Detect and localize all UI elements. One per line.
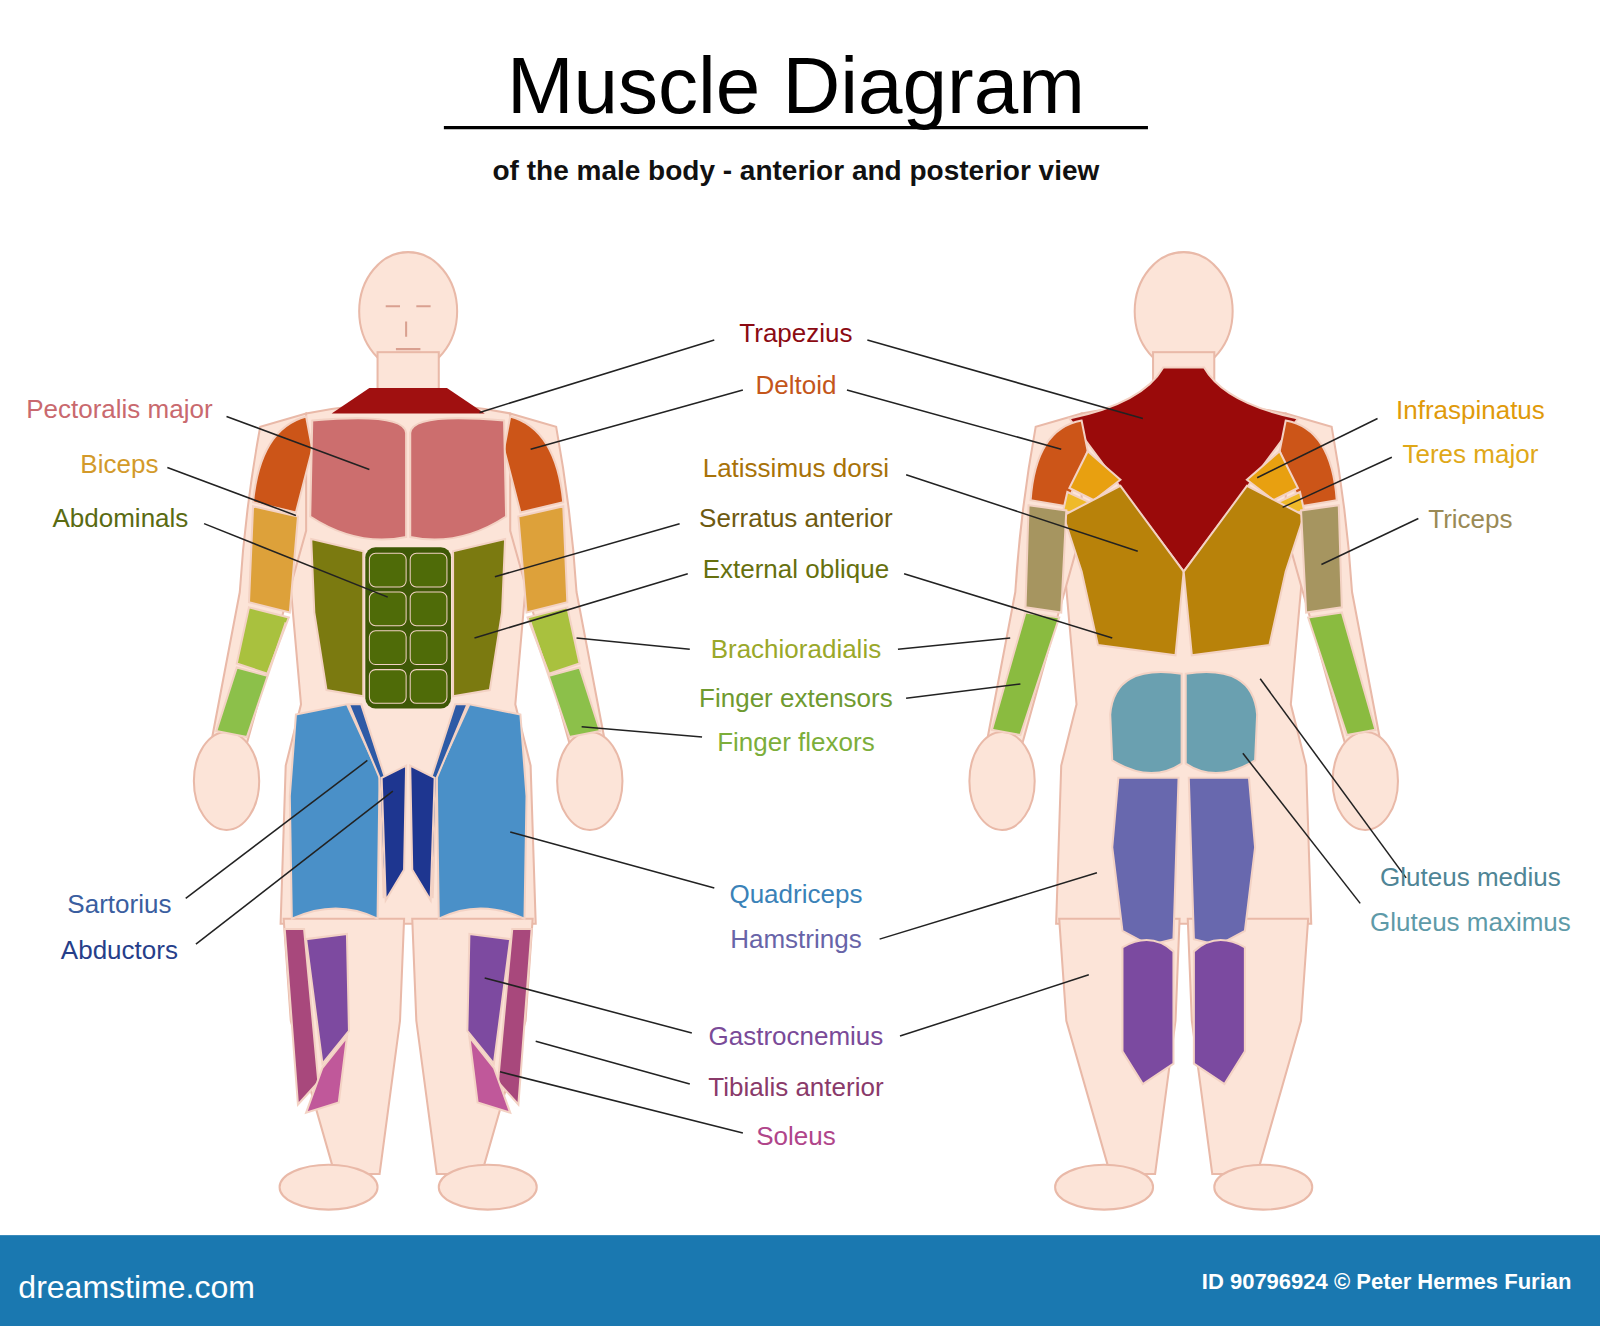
muscle-label: Pectoralis major [26,395,212,424]
muscle-label: Deltoid [755,370,836,399]
front-trapezius [332,388,485,414]
muscle-label: External oblique [703,555,889,584]
muscle-label: Brachioradialis [711,635,882,664]
muscle-label: Infraspinatus [1396,396,1545,425]
footer-text: dreamstime.com [18,1270,255,1305]
muscle-label: Hamstrings [730,924,861,953]
back-right-muscles [1184,421,1376,1085]
footer-text: ID 90796924 © Peter Hermes Furian [1202,1270,1572,1294]
footer-bar [0,1235,1600,1326]
leader-lines [167,340,1418,1133]
back-body [969,252,1398,1209]
muscle-label: Trapezius [739,318,852,347]
muscle-label: Biceps [80,450,158,479]
abdominal-sheath [365,547,451,708]
muscle-label: Gastrocnemius [708,1021,883,1050]
muscle-label: Tibialis anterior [708,1072,883,1101]
muscle-label: Serratus anterior [699,504,893,533]
muscle-label: Triceps [1428,505,1512,534]
front-right-muscles [410,416,600,1112]
face-features [386,306,431,349]
muscle-label: Teres major [1402,440,1538,469]
muscle-label: Sartorius [67,890,171,919]
muscle-label: Latissimus dorsi [703,454,889,483]
muscle-label: Gluteus medius [1380,862,1561,891]
abdominal-blocks [369,553,447,703]
muscle-label: Abdominals [52,504,188,533]
muscle-label: Abductors [61,936,178,965]
front-left-muscles [216,416,406,1112]
muscle-label: Soleus [756,1121,836,1150]
muscle-label: Finger extensors [699,684,893,713]
back-left-muscles [992,421,1184,1085]
front-body [194,252,623,1209]
muscle-label: Finger flexors [717,728,875,757]
subtitle: of the male body - anterior and posterio… [493,156,1100,187]
muscle-label: Quadriceps [729,880,862,909]
title: Muscle Diagram [507,42,1085,130]
muscle-label: Gluteus maximus [1370,908,1571,937]
